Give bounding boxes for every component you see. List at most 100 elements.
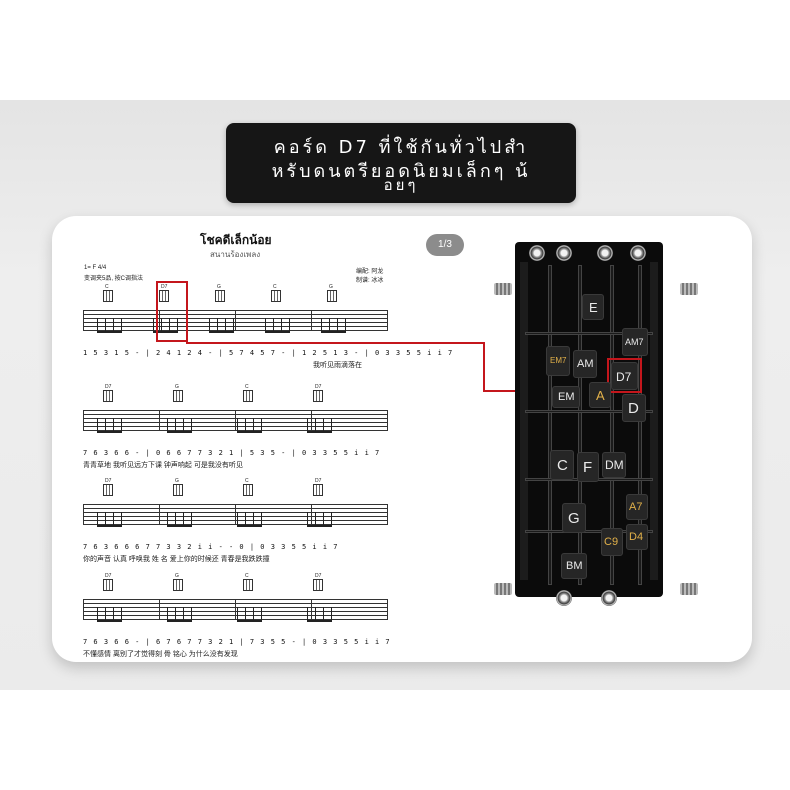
bar-line	[235, 410, 236, 430]
chord-name: G	[329, 284, 333, 290]
screw-icon	[556, 245, 572, 261]
bar-line	[311, 504, 312, 524]
note-stem	[175, 607, 176, 621]
note-stem	[175, 418, 176, 432]
note-beam	[321, 331, 346, 333]
chord-key-dm[interactable]: DM	[602, 452, 626, 478]
chord-key-em7[interactable]: EM7	[546, 346, 570, 376]
device-string	[578, 265, 582, 585]
chord-name: G	[175, 573, 179, 579]
chord-key-g[interactable]: G	[562, 503, 586, 533]
chord-diagram	[313, 390, 323, 402]
bar-line	[235, 599, 236, 619]
note-stem	[323, 418, 324, 432]
bolt-icon	[494, 583, 512, 595]
note-stem	[261, 418, 262, 432]
note-beam	[97, 525, 122, 527]
chord-diagram	[243, 484, 253, 496]
note-stem	[153, 318, 154, 332]
chord-key-label: D7	[616, 370, 632, 384]
chord-diagram	[159, 290, 169, 302]
note-stem	[97, 318, 98, 332]
bar-line	[311, 310, 312, 330]
chord-key-a7[interactable]: A7	[626, 494, 648, 520]
device-fret	[525, 410, 653, 413]
banner-line-1: คอร์ด D7 ที่ใช้กันทั่วไปสำ	[273, 137, 529, 158]
chord-key-am7[interactable]: AM7	[622, 328, 648, 356]
note-stem	[261, 512, 262, 526]
chord-name: D7	[105, 573, 112, 579]
screw-icon	[529, 245, 545, 261]
note-stem	[337, 318, 338, 332]
device-left-rail	[520, 262, 528, 580]
chord-name: C	[273, 284, 277, 290]
bar-line	[83, 410, 84, 430]
note-stem	[233, 318, 234, 332]
chord-diagram	[173, 390, 183, 402]
chord-key-c[interactable]: C	[550, 450, 574, 480]
chord-diagram	[313, 484, 323, 496]
note-stem	[113, 512, 114, 526]
chord-diagram	[103, 390, 113, 402]
lyrics: 我听见雨滴落在	[313, 362, 362, 369]
chord-key-f[interactable]: F	[577, 452, 599, 482]
chord-diagram	[173, 579, 183, 591]
chord-key-c9[interactable]: C9	[601, 528, 623, 556]
banner-line-3: อยๆ	[383, 176, 419, 194]
note-beam	[167, 620, 192, 622]
bar-line	[83, 504, 84, 524]
chord-key-label: AM7	[625, 337, 644, 347]
chord-key-em[interactable]: EM	[552, 386, 580, 408]
chord-key-a[interactable]: A	[589, 382, 611, 408]
chord-diagram	[103, 579, 113, 591]
lyrics: 你的声音 认真 呼唤我 姓 名 爱上你的时候还 青春是我跌跌撞	[83, 556, 270, 563]
note-stem	[307, 418, 308, 432]
staff-line	[83, 330, 388, 331]
chord-key-e[interactable]: E	[582, 294, 604, 320]
chord-key-label: AM	[577, 358, 594, 370]
chord-key-d7[interactable]: D7	[611, 362, 638, 390]
chord-key-label: D4	[629, 531, 644, 543]
chord-key-am[interactable]: AM	[573, 350, 597, 378]
chord-key-d4[interactable]: D4	[626, 524, 648, 550]
note-stem	[113, 418, 114, 432]
device-string	[610, 265, 614, 585]
chord-key-bm[interactable]: BM	[561, 553, 587, 579]
chord-name: D7	[315, 384, 322, 390]
note-stem	[183, 512, 184, 526]
note-stem	[345, 318, 346, 332]
note-stem	[331, 512, 332, 526]
note-stem	[307, 607, 308, 621]
chord-key-label: DM	[605, 458, 624, 472]
lyrics: 青青草地 我听见远方下课 钟声响起 可是我没有听见	[83, 462, 243, 469]
note-stem	[281, 318, 282, 332]
note-beam	[237, 431, 262, 433]
staff-line	[83, 619, 388, 620]
staff-line	[83, 430, 388, 431]
chord-key-label: C	[557, 457, 568, 474]
capo-note: 变调夹5品, 按C调指法	[84, 276, 144, 282]
note-stem	[97, 418, 98, 432]
note-beam	[307, 525, 332, 527]
note-stem	[323, 607, 324, 621]
chord-name: D7	[105, 478, 112, 484]
highlight-connector-vertical	[483, 342, 485, 392]
chord-key-d[interactable]: D	[622, 394, 646, 422]
note-beam	[153, 331, 178, 333]
chord-key-label: A	[596, 388, 605, 403]
device-right-rail	[650, 262, 658, 580]
note-stem	[191, 607, 192, 621]
title-banner: คอร์ด D7 ที่ใช้กันทั่วไปสำ หรับดนตรียอดน…	[226, 123, 576, 203]
chord-key-label: EM	[558, 391, 575, 403]
page-indicator[interactable]: 1/3	[426, 234, 464, 256]
note-stem	[331, 607, 332, 621]
chord-key-label: G	[568, 510, 580, 527]
chord-key-label: D	[628, 400, 639, 417]
chord-name: C	[245, 384, 249, 390]
screw-icon	[597, 245, 613, 261]
note-stem	[237, 418, 238, 432]
note-stem	[289, 318, 290, 332]
chord-diagram	[103, 290, 113, 302]
